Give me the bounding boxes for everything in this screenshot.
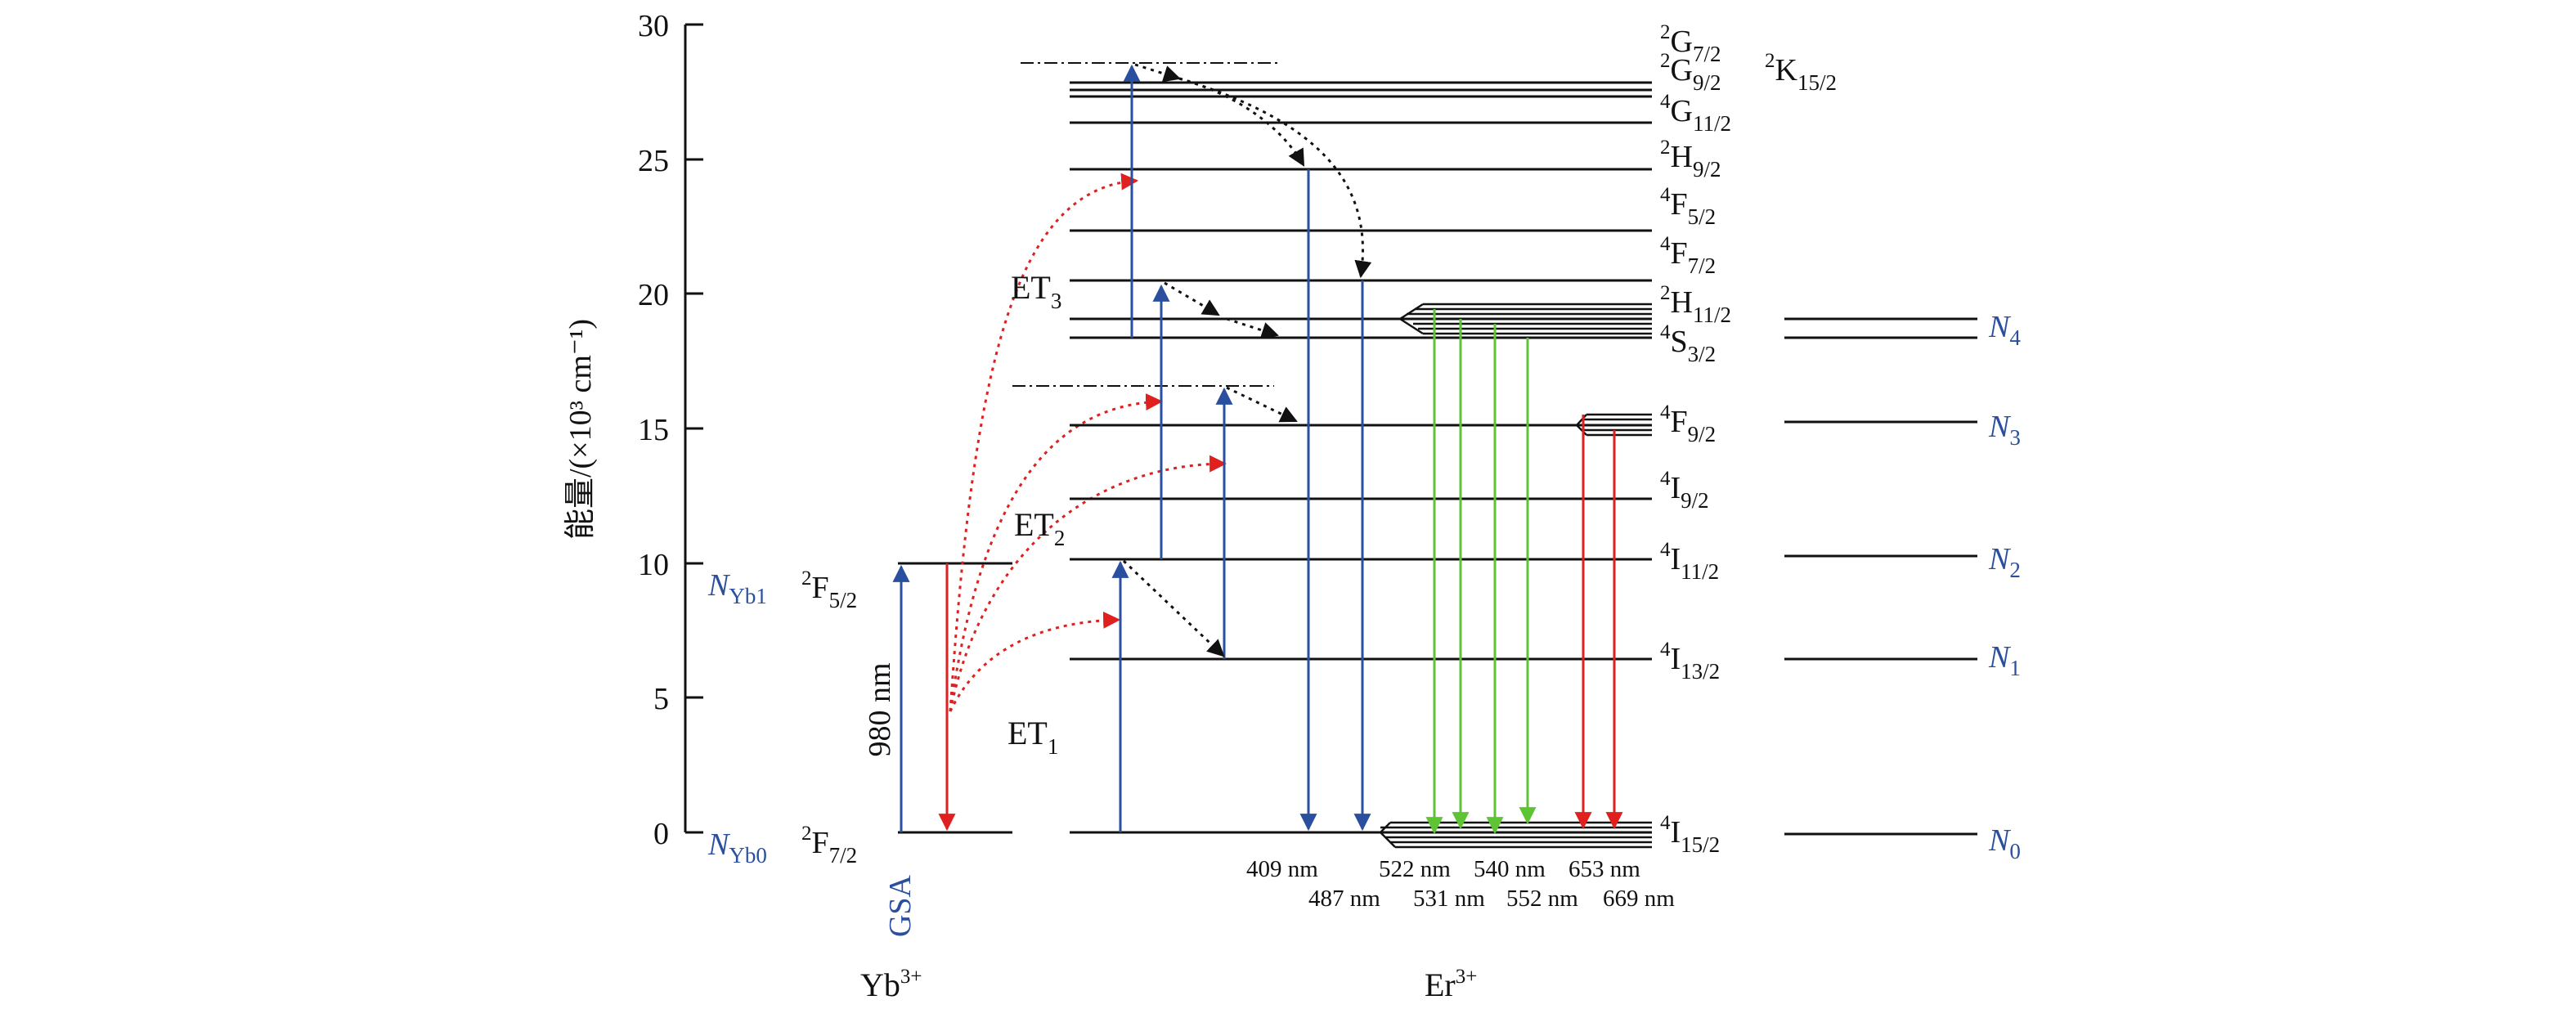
model-levels: N0 N1 N2 N3 N4 xyxy=(1784,310,2021,863)
model-label-N4: N4 xyxy=(1988,310,2021,350)
wavelength-531: 531 nm xyxy=(1413,886,1485,912)
model-label-N0: N0 xyxy=(1988,823,2021,863)
stark-funnel xyxy=(1379,822,1396,848)
stark-bundle-ground xyxy=(1379,821,1652,849)
wavelength-540: 540 nm xyxy=(1474,856,1546,882)
wavelength-653: 653 nm xyxy=(1568,856,1640,882)
relax-virtual-to-F92 xyxy=(1226,386,1298,423)
y-tick-labels: 0 5 10 15 20 25 30 xyxy=(638,9,669,851)
er-label-2G92: 2G9/2 xyxy=(1660,50,1721,95)
er-label-2G72: 2G7/2 xyxy=(1660,21,1721,66)
wavelength-409: 409 nm xyxy=(1246,856,1318,882)
yb-level-2F72-label: 2F7/2 xyxy=(801,823,857,868)
virtual-levels xyxy=(1012,62,1280,387)
er-label-4F52: 4F5/2 xyxy=(1660,184,1716,229)
yb-pop-N-Yb1: NYb1 xyxy=(707,568,767,608)
wavelength-552: 552 nm xyxy=(1506,886,1578,912)
excitation-arrows xyxy=(1111,64,1233,832)
emission-labels: 409 nm 487 nm 522 nm 531 nm 540 nm 552 n… xyxy=(1246,856,1675,912)
er-label-2H112: 2H11/2 xyxy=(1660,282,1731,327)
et-curve-to-F72 xyxy=(949,393,1164,712)
relax-F72-to-H112 xyxy=(1164,281,1220,316)
y-tick-label: 25 xyxy=(638,144,669,178)
relaxation-arrows xyxy=(1122,63,1372,657)
yb-ion: 2F7/2 2F5/2 NYb0 NYb1 980 nm GSA Yb3+ xyxy=(707,562,1012,1003)
et-curve-to-F92 xyxy=(949,455,1227,712)
green-emissions xyxy=(1425,309,1537,835)
et3-label: ET3 xyxy=(1011,269,1061,313)
gsa-label: GSA xyxy=(883,874,918,937)
er-label-4I112: 4I11/2 xyxy=(1660,539,1719,584)
er-ion-label: Er3+ xyxy=(1425,966,1477,1003)
relax-G-to-F72 xyxy=(1178,77,1372,279)
model-label-N2: N2 xyxy=(1988,542,2021,582)
stark-bundle-green xyxy=(1398,303,1652,335)
er-label-2H92: 2H9/2 xyxy=(1660,137,1721,182)
relax-I112-to-I132 xyxy=(1122,559,1225,657)
wavelength-522: 522 nm xyxy=(1379,856,1451,882)
y-tick-label: 5 xyxy=(653,682,669,716)
et1-label: ET1 xyxy=(1008,715,1058,759)
y-tick-label: 10 xyxy=(638,548,669,582)
y-tick-label: 0 xyxy=(653,817,669,851)
er-level-labels: 4I15/2 4I13/2 4I11/2 4I9/2 4F9/2 4S3/2 2… xyxy=(1660,21,1837,857)
er-levels xyxy=(1070,81,1652,834)
stark-bundles xyxy=(1379,303,1652,849)
y-axis-ticks xyxy=(685,23,703,834)
y-axis: 0 5 10 15 20 25 30 能量/(×10³ cm⁻¹) xyxy=(563,9,703,851)
relax-H112-to-S32 xyxy=(1226,317,1279,339)
er-label-4S32: 4S3/2 xyxy=(1660,321,1716,366)
model-label-N3: N3 xyxy=(1988,410,2021,450)
blue-emissions xyxy=(1299,169,1371,832)
stark-funnel xyxy=(1398,303,1424,335)
yb-pop-N-Yb0: NYb0 xyxy=(707,827,767,868)
model-label-N1: N1 xyxy=(1988,640,2021,680)
er-label-4I152: 4I15/2 xyxy=(1660,812,1720,857)
energy-transfer-curves xyxy=(949,173,1227,712)
yb-ion-label: Yb3+ xyxy=(860,966,922,1003)
er-label-4G112: 4G11/2 xyxy=(1660,91,1731,136)
y-tick-label: 30 xyxy=(638,9,669,43)
er-label-4I132: 4I13/2 xyxy=(1660,639,1720,684)
red-emissions xyxy=(1574,415,1623,830)
yb-level-2F52-label: 2F5/2 xyxy=(801,567,857,612)
y-axis-title: 能量/(×10³ cm⁻¹) xyxy=(563,319,598,540)
relax-G-to-upper xyxy=(1134,63,1182,83)
et-curve-to-I112 xyxy=(949,611,1121,712)
wavelength-669: 669 nm xyxy=(1603,886,1675,912)
er-label-4F72: 4F7/2 xyxy=(1660,233,1716,278)
er-label-4F92: 4F9/2 xyxy=(1660,401,1716,446)
wavelength-487: 487 nm xyxy=(1308,886,1380,912)
pump-wavelength-label: 980 nm xyxy=(863,662,897,756)
er-label-2K152: 2K15/2 xyxy=(1765,50,1837,95)
y-tick-label: 20 xyxy=(638,278,669,312)
et2-label: ET2 xyxy=(1014,506,1065,550)
relax-G-to-H92 xyxy=(1178,77,1305,167)
y-tick-label: 15 xyxy=(638,413,669,447)
et-curve-to-G xyxy=(949,173,1139,712)
er-label-4I92: 4I9/2 xyxy=(1660,468,1709,513)
et-labels: ET1 ET2 ET3 xyxy=(1008,269,1065,759)
